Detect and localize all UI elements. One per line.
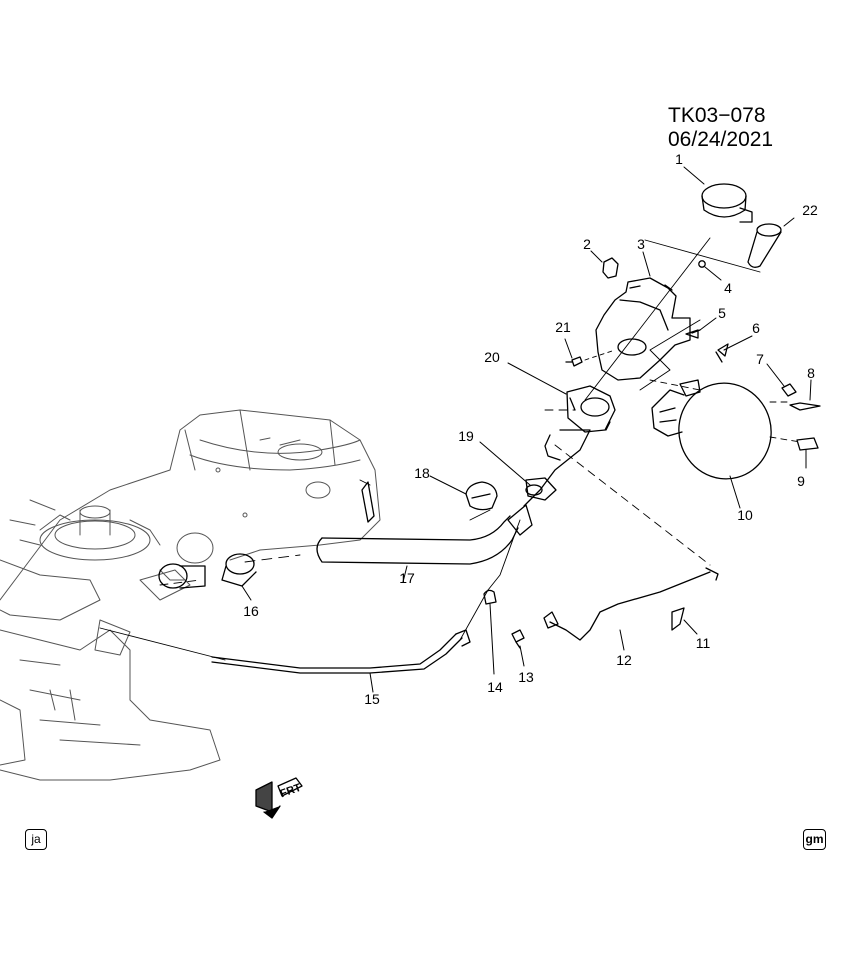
part-14-retainer xyxy=(483,589,497,605)
callout-11: 11 xyxy=(695,635,711,651)
part-15-vent-tube xyxy=(211,629,471,674)
part-12-release-cable xyxy=(543,567,719,641)
callout-2: 2 xyxy=(583,236,591,252)
diagram-reference-code: TK03−078 06/24/2021 xyxy=(668,104,774,151)
part-1-fuel-cap xyxy=(701,183,753,223)
callout-18: 18 xyxy=(414,465,430,481)
screw-parts xyxy=(511,607,685,649)
callout-6: 6 xyxy=(752,320,760,336)
callout-22: 22 xyxy=(802,202,818,218)
front-direction-arrow-icon xyxy=(255,777,303,819)
part-19-filler-neck xyxy=(507,429,591,536)
callout-5: 5 xyxy=(718,305,726,321)
callout-9: 9 xyxy=(797,473,805,489)
callout-14: 14 xyxy=(487,679,503,695)
corner-badge-left: ja xyxy=(25,829,47,850)
callout-20: 20 xyxy=(484,349,500,365)
door-hardware xyxy=(781,383,821,451)
callout-16: 16 xyxy=(243,603,259,619)
callout-19: 19 xyxy=(458,428,474,444)
callout-3: 3 xyxy=(637,236,645,252)
callout-10: 10 xyxy=(737,507,753,523)
part-18-clip xyxy=(465,481,498,511)
callout-1: 1 xyxy=(675,151,683,167)
callout-12: 12 xyxy=(616,652,632,668)
callout-13: 13 xyxy=(518,669,534,685)
fastener-parts xyxy=(565,260,729,367)
fuel-tank-frame xyxy=(0,409,381,781)
part-17-filler-hose xyxy=(316,481,519,565)
part-3-filler-housing xyxy=(595,277,691,381)
part-22-funnel xyxy=(747,223,782,268)
callout-8: 8 xyxy=(807,365,815,381)
gm-logo-icon: gm xyxy=(803,829,826,850)
part-16-hose-clamp xyxy=(158,553,257,589)
callout-7: 7 xyxy=(756,351,764,367)
callout-15: 15 xyxy=(364,691,380,707)
callout-21: 21 xyxy=(555,319,571,335)
callout-17: 17 xyxy=(399,570,415,586)
part-10-fuel-door xyxy=(651,379,772,480)
callout-leaders xyxy=(241,166,812,693)
callout-4: 4 xyxy=(724,280,732,296)
part-20-filler-flange xyxy=(566,385,616,433)
part-2-clip-nut xyxy=(602,257,619,279)
assembly-guide-lines xyxy=(99,237,801,661)
